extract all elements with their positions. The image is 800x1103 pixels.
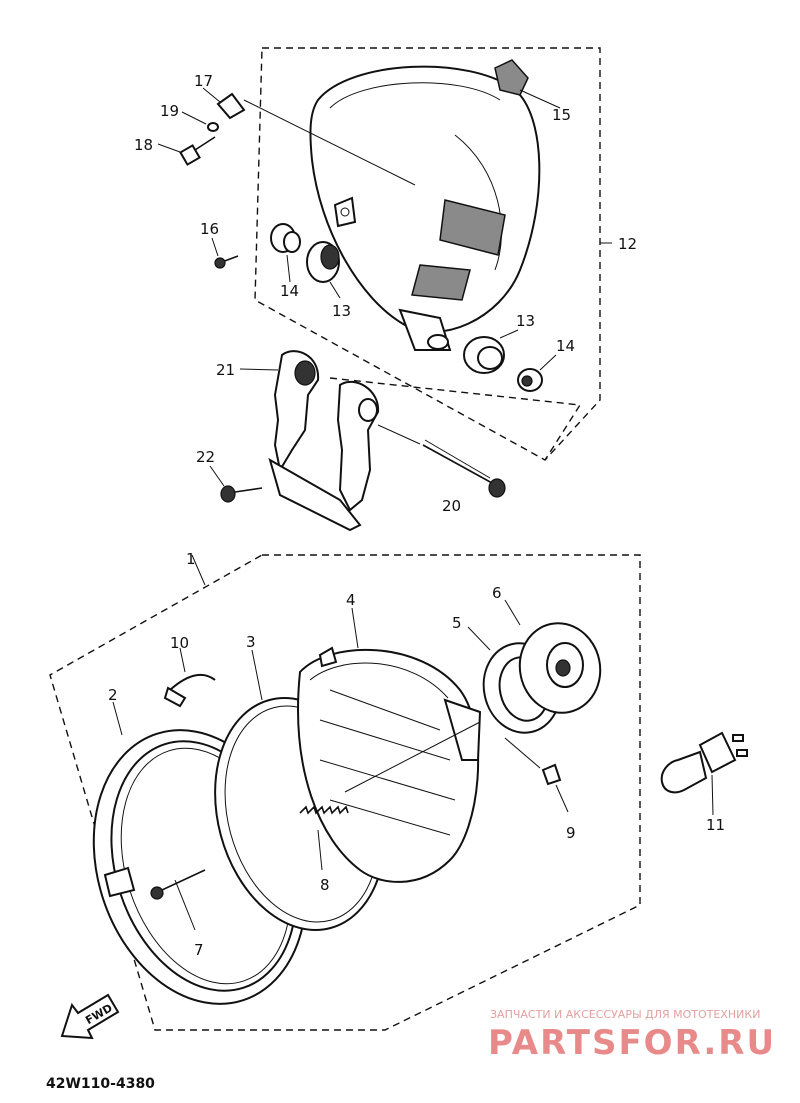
nut-9	[504, 737, 569, 813]
headlight-unit-group-outline	[49, 554, 641, 1031]
screw-7	[150, 869, 206, 931]
clip-10	[163, 647, 216, 708]
callout-7: 7	[194, 941, 204, 959]
watermark-tagline: ЗАПЧАСТИ И АКСЕССУАРЫ ДЛЯ МОТОТЕХНИКИ	[490, 1008, 760, 1021]
callout-13-right: 13	[516, 312, 535, 330]
bolt-22	[209, 465, 263, 503]
plate-17	[202, 87, 416, 186]
callout-3: 3	[246, 633, 256, 651]
callout-5: 5	[452, 614, 462, 632]
callout-22: 22	[196, 448, 215, 466]
bulb-socket-6	[504, 599, 602, 714]
callout-15: 15	[552, 106, 571, 124]
callout-21: 21	[216, 361, 235, 379]
callout-10: 10	[170, 634, 189, 652]
callout-17: 17	[194, 72, 213, 90]
mounting-bracket-15	[494, 59, 561, 109]
bulb-11	[660, 731, 748, 816]
washer-19	[181, 111, 219, 132]
damper-13-right	[463, 329, 519, 374]
forward-direction-arrow: FWD	[60, 993, 120, 1040]
bolt-20	[377, 424, 506, 498]
headlight-stay-21	[239, 350, 380, 532]
callout-6: 6	[492, 584, 502, 602]
callout-11: 11	[706, 816, 725, 834]
screw-16	[211, 237, 239, 269]
spring-8	[299, 721, 481, 871]
callout-18: 18	[134, 136, 153, 154]
callout-19: 19	[160, 102, 179, 120]
callout-8: 8	[320, 876, 330, 894]
callout-2: 2	[108, 686, 118, 704]
headlight-body	[309, 65, 541, 351]
callout-4: 4	[346, 591, 356, 609]
callout-13-left: 13	[332, 302, 351, 320]
callout-16: 16	[200, 220, 219, 238]
callout-20: 20	[442, 497, 461, 515]
drawing-code: 42W110-4380	[46, 1076, 155, 1092]
damper-13-left	[306, 241, 341, 299]
bolt-18	[157, 136, 216, 166]
callout-14-right: 14	[556, 337, 575, 355]
watermark-brand: PARTSFOR.RU	[488, 1023, 776, 1063]
callout-12: 12	[618, 235, 637, 253]
headlight-body-group-outline	[254, 47, 612, 461]
callout-14-left: 14	[280, 282, 299, 300]
collar-14-left	[270, 223, 301, 283]
callout-9: 9	[566, 824, 576, 842]
callout-1: 1	[186, 550, 196, 568]
collar-14-right	[517, 354, 557, 392]
lens-unit-4	[297, 607, 482, 883]
